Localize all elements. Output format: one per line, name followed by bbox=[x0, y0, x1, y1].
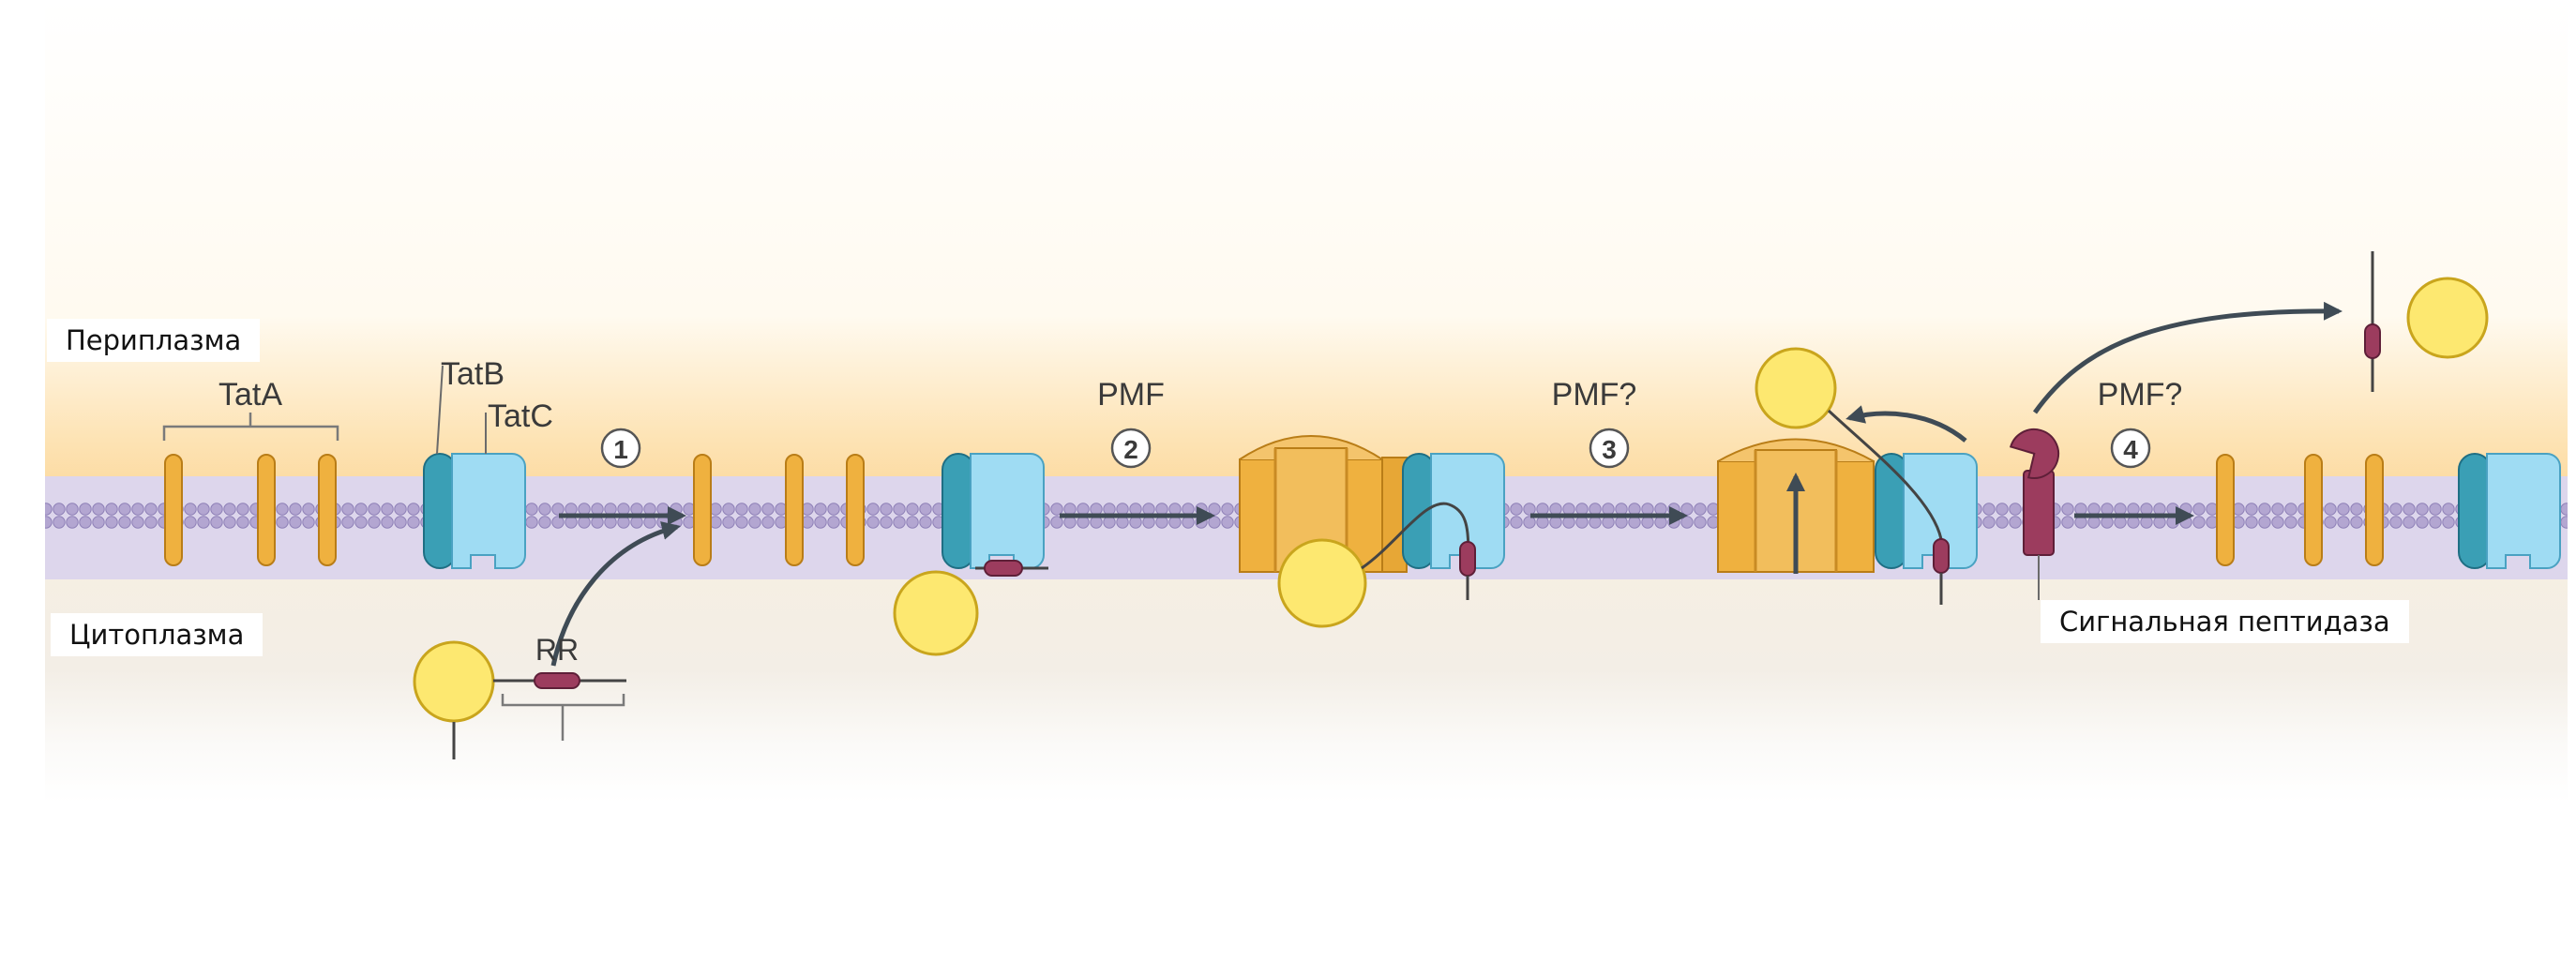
tatA-bracket bbox=[162, 413, 339, 441]
step-1-marker: 1 bbox=[600, 428, 641, 469]
periplasmic-signal-peptide bbox=[1933, 538, 1950, 574]
step-3-pmf-label: PMF? bbox=[1552, 377, 1637, 413]
tatA-label: TatA bbox=[218, 377, 282, 413]
periplasmic-substrate-protein bbox=[1755, 347, 1837, 429]
periplasm-label: Периплазма bbox=[47, 319, 261, 362]
inserted-signal-peptide bbox=[1459, 541, 1476, 577]
tatC-label: TatC bbox=[488, 398, 553, 434]
tatB-label: TatB bbox=[441, 356, 505, 392]
step-2-pmf-label: PMF bbox=[1097, 377, 1165, 413]
tatA-rods-stage0 bbox=[164, 454, 337, 566]
tatBC-complex-stage3 bbox=[1875, 453, 1978, 569]
step-4-marker: 4 bbox=[2110, 428, 2151, 469]
step-3-marker: 3 bbox=[1589, 428, 1630, 469]
step-2-marker: 2 bbox=[1110, 428, 1152, 469]
svg-text:2: 2 bbox=[1123, 435, 1138, 464]
inserted-signal-chain bbox=[1361, 502, 1470, 570]
cytoplasm-label: Цитоплазма bbox=[51, 613, 264, 656]
tatBC-complex-stage0 bbox=[423, 453, 526, 569]
svg-text:1: 1 bbox=[613, 435, 628, 464]
svg-text:4: 4 bbox=[2123, 435, 2138, 464]
step-4-pmf-label: PMF? bbox=[2098, 377, 2183, 413]
released-mature-protein bbox=[2406, 277, 2489, 359]
tatA-pore-stage2 bbox=[1239, 435, 1408, 573]
tatA-rods-stage1 bbox=[693, 454, 865, 566]
folded-substrate-protein bbox=[413, 640, 495, 723]
tatBC-complex-stage2 bbox=[1402, 453, 1505, 569]
svg-text:3: 3 bbox=[1602, 435, 1617, 464]
signal-peptidase bbox=[2009, 428, 2060, 556]
rr-signal-peptide bbox=[534, 672, 580, 689]
bound-substrate-protein bbox=[893, 570, 979, 656]
cleavage-arrow bbox=[2032, 301, 2343, 414]
signal-peptidase-label: Сигнальная пептидаза bbox=[2041, 600, 2409, 643]
tatA-rods-stage4 bbox=[2216, 454, 2384, 566]
periplasmic-signal-chain bbox=[1827, 409, 1943, 540]
tatBC-complex-stage1 bbox=[942, 453, 1045, 569]
tatBC-complex-stage4 bbox=[2458, 453, 2561, 569]
rr-label: RR bbox=[535, 633, 579, 667]
bound-signal-peptide bbox=[984, 560, 1023, 577]
translocating-substrate-protein bbox=[1277, 538, 1367, 628]
substrate-binding-arrow bbox=[550, 521, 681, 667]
tatB-leader bbox=[436, 365, 444, 455]
release-arrow bbox=[1845, 405, 1967, 443]
cleaved-signal-peptide bbox=[2364, 323, 2381, 359]
